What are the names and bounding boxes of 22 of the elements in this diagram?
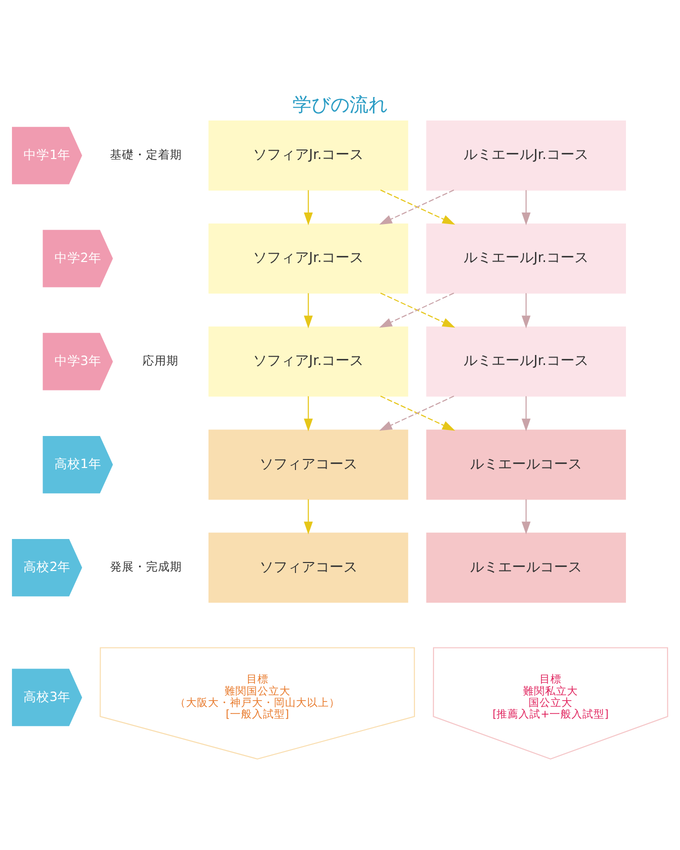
node-box: ルミエールコース [426, 430, 626, 500]
node-box: ルミエールJr.コース [426, 120, 626, 191]
arrow [522, 190, 531, 226]
node-box: ルミエールコース [426, 532, 626, 603]
node-box: ルミエールJr.コース [426, 326, 626, 397]
arrow [522, 396, 531, 432]
arrow [304, 293, 313, 328]
arrow [522, 293, 531, 328]
arrow [304, 190, 313, 226]
label: 応用期 [142, 354, 179, 368]
node-box: ソフィアJr.コース [208, 120, 408, 191]
node-box: ソフィアJr.コース [208, 326, 408, 397]
node-box: ソフィアコース [208, 430, 408, 500]
arrow [304, 499, 313, 534]
arrow [304, 396, 313, 432]
label: 発展・完成期 [110, 560, 182, 574]
diagram-title: 学びの流れ [292, 92, 388, 116]
arrow [522, 499, 531, 534]
node-box: ソフィアJr.コース [208, 224, 408, 294]
node-box: ルミエールJr.コース [426, 224, 626, 294]
node-box: ソフィアコース [208, 532, 408, 603]
label: 基礎・定着期 [110, 147, 182, 162]
